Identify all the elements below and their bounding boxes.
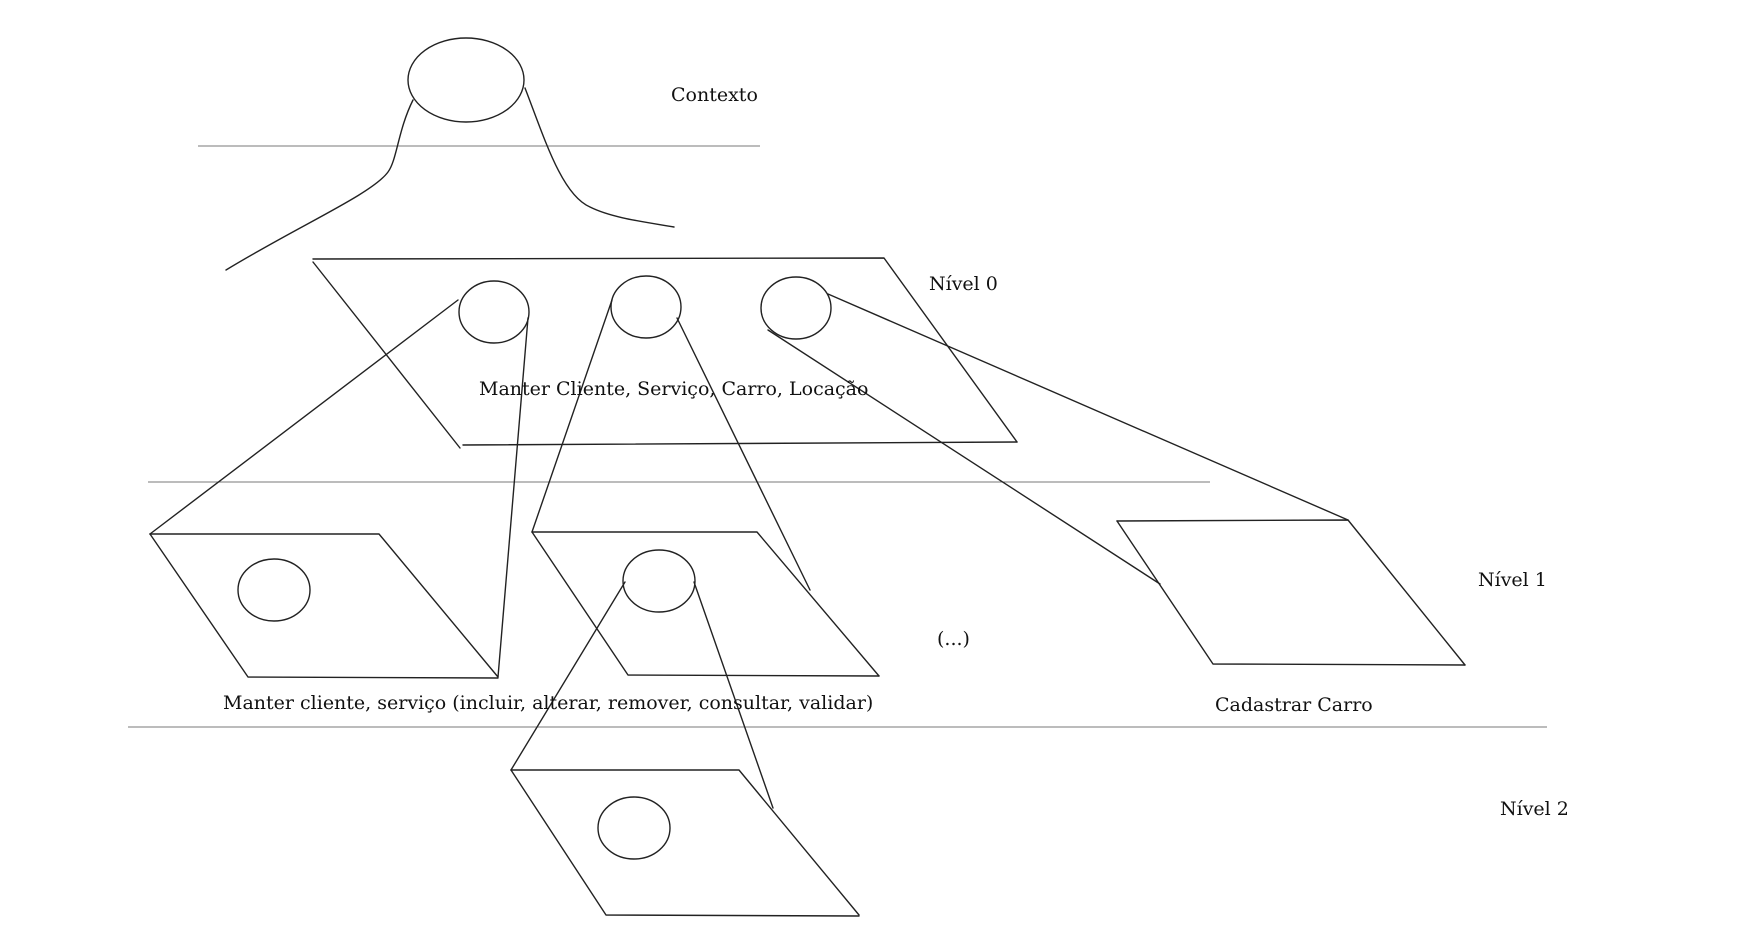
projection-bubble1-right [497, 317, 529, 678]
nivel1-plane-c-top [1116, 519, 1466, 666]
projection-nivel2-left [510, 581, 626, 771]
ellipsis-label: (...) [937, 628, 970, 650]
nivel2-plane-top [510, 769, 860, 916]
label-nivel0: Nível 0 [929, 273, 998, 295]
projection-nivel2-right [693, 581, 774, 809]
projection-bubble3-top [827, 293, 1349, 521]
nivel1-plane-b-bubble [622, 549, 696, 613]
projection-bubble1-left [149, 299, 459, 535]
caption-nivel0: Manter Cliente, Serviço, Carro, Locação [479, 378, 868, 400]
label-contexto: Contexto [671, 84, 758, 106]
caption-nivel1-left: Manter cliente, serviço (incluir, altera… [223, 692, 873, 714]
nivel0-bubble-2 [610, 275, 682, 339]
label-nivel1: Nível 1 [1478, 569, 1547, 591]
projection-bubble2-right [676, 317, 811, 591]
label-nivel2: Nível 2 [1500, 798, 1569, 820]
nivel2-plane-bottom [510, 769, 860, 917]
nivel0-bubble-3 [760, 276, 832, 340]
nivel1-plane-b-top [531, 531, 880, 677]
context-funnel-right [524, 87, 675, 228]
nivel0-plane-top [312, 257, 1018, 443]
projection-bubble3-bottom [767, 329, 1161, 585]
context-funnel-left [225, 99, 414, 271]
nivel1-plane-b-bottom [531, 531, 880, 677]
context-process-bubble [407, 37, 525, 123]
nivel1-plane-a-top [149, 533, 499, 678]
nivel1-plane-a-bottom [149, 533, 499, 679]
projection-bubble2-left [531, 299, 613, 533]
nivel1-plane-c-bottom [1116, 520, 1466, 666]
caption-nivel1-right: Cadastrar Carro [1215, 694, 1373, 716]
nivel0-plane-bottom [462, 441, 1018, 446]
nivel1-plane-a-bubble [237, 558, 311, 622]
nivel2-plane-bubble [597, 796, 671, 860]
nivel0-bubble-1 [458, 280, 530, 344]
